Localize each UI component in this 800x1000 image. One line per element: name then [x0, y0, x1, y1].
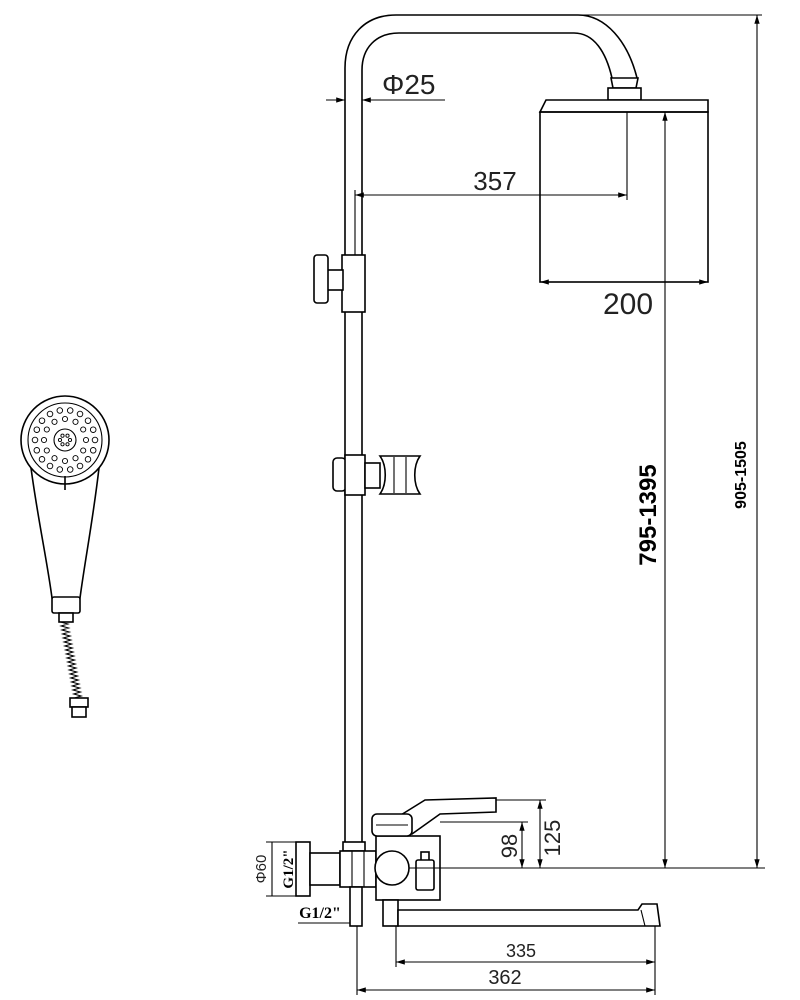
nozzle-dot — [33, 426, 41, 433]
slider-neck — [364, 462, 381, 489]
arm-connector — [610, 77, 639, 89]
riser-pipe-inner — [361, 32, 613, 848]
riser-valve-body — [341, 254, 366, 313]
label-spout-362: 362 — [488, 967, 521, 989]
label-mixer-98: 98 — [497, 834, 522, 858]
hose-connector-end — [71, 706, 87, 718]
label-pipe-diameter: Φ25 — [382, 69, 435, 100]
hand-shower-nozzle — [51, 596, 81, 614]
spout-outlet-line — [640, 909, 646, 927]
spout-stub — [382, 899, 399, 927]
nozzle-dot — [56, 407, 64, 414]
label-head-height-range: 795-1395 — [635, 464, 662, 565]
label-mixer-125: 125 — [540, 820, 565, 857]
nozzle-dot — [66, 466, 74, 473]
nozzle-dot — [38, 417, 46, 424]
riser-valve-knob — [313, 254, 329, 304]
nozzle-dot — [91, 436, 99, 444]
nozzle-dot — [65, 442, 70, 447]
nozzle-dot — [65, 433, 70, 438]
nozzle-dot — [56, 466, 64, 473]
arm-nut — [607, 87, 642, 101]
nozzle-dot — [84, 417, 92, 424]
hose-connector-nut — [69, 697, 89, 708]
label-head-width: 200 — [603, 288, 653, 321]
diverter-knob — [415, 859, 435, 891]
nozzle-dot — [82, 436, 90, 444]
nozzle-dot — [46, 410, 54, 418]
nozzle-dot — [33, 447, 41, 454]
label-arm-reach: 357 — [473, 166, 516, 196]
spout — [397, 903, 661, 927]
label-eccentric-thread: G1/2" — [281, 849, 297, 888]
nozzle-dot — [66, 407, 74, 414]
connector-nut — [339, 850, 377, 888]
mixer-valve-face — [374, 850, 410, 886]
label-eccentric-diameter: Φ60 — [253, 855, 270, 884]
nozzle-dot — [61, 457, 69, 465]
dimension-labels: Φ25 357 200 795-1395 905-1505 98 125 Φ60… — [253, 69, 750, 989]
shower-head — [539, 111, 709, 283]
nozzle-dot — [84, 456, 92, 463]
eccentric-flange — [295, 841, 311, 897]
label-spout-335: 335 — [506, 941, 536, 961]
nozzle-dot — [89, 426, 97, 433]
shower-head-plate — [538, 99, 709, 113]
hand-shower-collar — [58, 612, 74, 623]
hand-shower — [20, 395, 110, 718]
eccentric-body — [309, 852, 341, 886]
nozzle-dot — [72, 455, 79, 462]
nozzle-dot — [31, 436, 39, 444]
riser-valve-stem — [326, 269, 344, 291]
nozzle-dot — [46, 462, 54, 470]
nozzle-dot — [40, 436, 48, 444]
riser-assembly — [313, 14, 709, 848]
nozzle-dot — [72, 418, 79, 425]
nozzle-dot — [51, 455, 58, 462]
nozzle-dot — [67, 437, 73, 443]
dimension-lines — [266, 14, 765, 995]
mixer-lever — [394, 797, 497, 836]
hose — [59, 621, 84, 699]
nozzle-dot — [80, 447, 87, 454]
riser-bottom-collar — [342, 841, 366, 852]
hand-shower-center-ring — [53, 428, 77, 452]
bottom-outlet — [349, 886, 363, 927]
nozzle-dot — [60, 433, 65, 438]
nozzle-dot — [89, 447, 97, 454]
nozzle-dot — [76, 410, 84, 418]
mixer-assembly — [295, 797, 661, 927]
label-outlet-thread: G1/2" — [299, 905, 341, 922]
nozzle-dot — [43, 447, 50, 454]
nozzle-dot — [60, 442, 65, 447]
nozzle-dot — [61, 415, 69, 423]
nozzle-dot — [76, 462, 84, 470]
nozzle-dot — [80, 426, 87, 433]
slider-clamp — [344, 454, 366, 496]
label-total-height-range: 905-1505 — [733, 441, 750, 509]
nozzle-dots — [31, 407, 99, 473]
slider-clamp-back — [332, 457, 347, 492]
riser-pipe-outer — [344, 14, 638, 848]
nozzle-dot — [38, 456, 46, 463]
nozzle-dot — [51, 418, 58, 425]
slider-holder-cup — [378, 455, 422, 495]
nozzle-dot — [43, 426, 50, 433]
nozzle-dot — [57, 437, 63, 443]
